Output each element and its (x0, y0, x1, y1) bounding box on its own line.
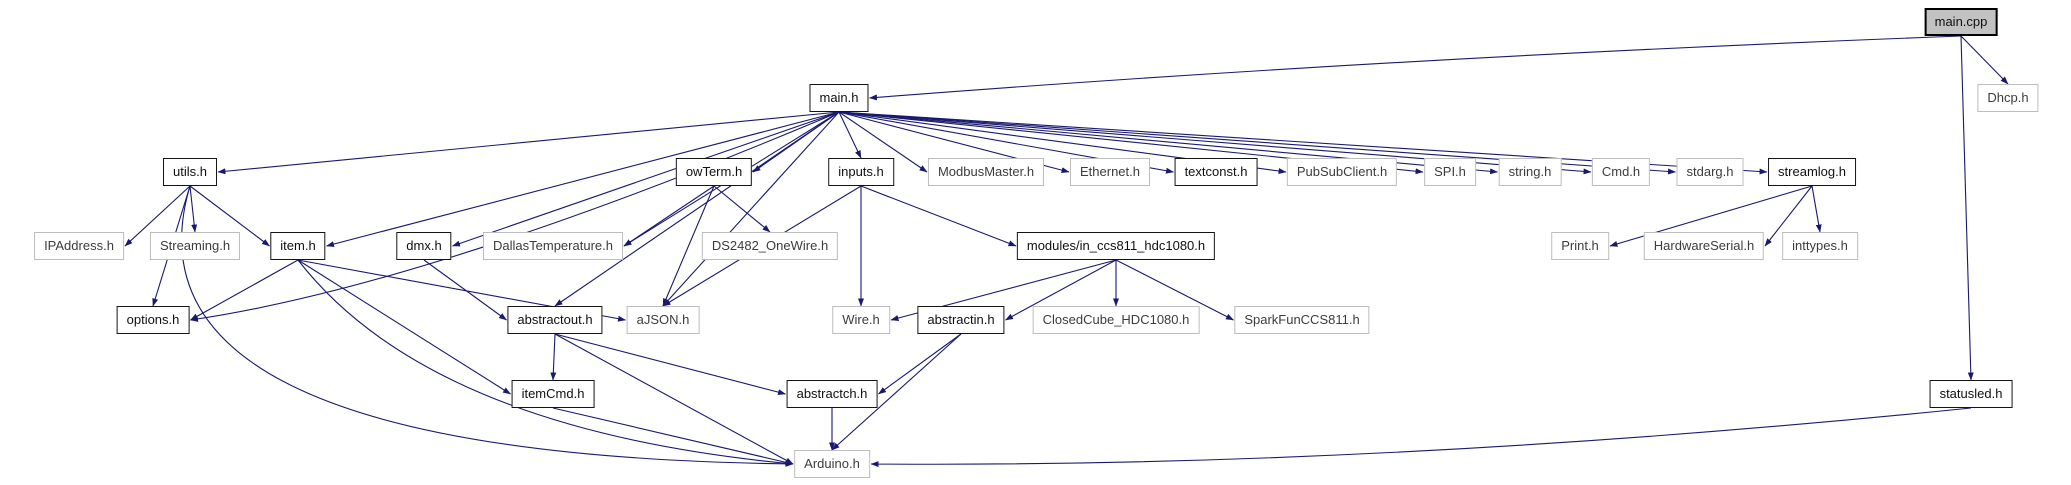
edge-owterm-h--ajson-h (662, 185, 715, 307)
node-abstractout-h[interactable]: abstractout.h (507, 306, 603, 334)
edge-main-h--item-h (326, 111, 840, 248)
edge-main-h--inputs-h (838, 111, 862, 159)
node-statusled-h[interactable]: statusled.h (1929, 380, 2013, 408)
edge-in-ccs811-hdc1080-h--abstractin-h (1005, 259, 1117, 321)
node-in-ccs811-hdc1080-h[interactable]: modules/in_ccs811_hdc1080.h (1016, 232, 1216, 260)
edge-abstractout-h--abstractch-h (554, 333, 786, 396)
node-ajson-h[interactable]: aJSON.h (626, 306, 700, 334)
node-itemcmd-h[interactable]: itemCmd.h (511, 380, 595, 408)
node-item-h[interactable]: item.h (270, 232, 326, 260)
node-closedcube-hdc1080-h[interactable]: ClosedCube_HDC1080.h (1032, 306, 1200, 334)
edge-in-ccs811-hdc1080-h--sparkfunccs811-h (1115, 259, 1234, 321)
node-ipaddress-h[interactable]: IPAddress.h (34, 232, 124, 260)
node-dallastemperature-h[interactable]: DallasTemperature.h (483, 232, 623, 260)
edge-owterm-h--ds2482-onewire-h (713, 185, 771, 233)
edge-statusled-h--arduino-h (870, 407, 1972, 468)
edge-utils-h--item-h (189, 185, 270, 247)
node-main-h[interactable]: main.h (809, 84, 869, 112)
node-inttypes-h[interactable]: inttypes.h (1782, 232, 1858, 260)
edge-item-h--itemcmd-h (297, 259, 511, 395)
node-ethernet-h[interactable]: Ethernet.h (1070, 158, 1150, 186)
edge-itemcmd-h--arduino-h (552, 407, 794, 466)
edge-main-cpp--statusled-h (1960, 35, 1974, 381)
node-utils-h[interactable]: utils.h (163, 158, 217, 186)
edge-main-h--utils-h (217, 111, 840, 175)
edge-utils-h--streaming-h (189, 185, 198, 233)
edge-dmx-h--abstractout-h (423, 259, 507, 321)
edge-utils-h--ipaddress-h (124, 185, 191, 247)
node-abstractin-h[interactable]: abstractin.h (917, 306, 1005, 334)
node-arduino-h[interactable]: Arduino.h (794, 450, 870, 478)
edge-main-h--abstractout-h (554, 111, 840, 307)
node-pubsubclient-h[interactable]: PubSubClient.h (1286, 158, 1398, 186)
edge-abstractin-h--abstractch-h (878, 333, 962, 395)
edge-main-cpp--dhcp-h (1960, 35, 2009, 85)
edge-main-h--ajson-h (662, 111, 840, 307)
node-abstractch-h[interactable]: abstractch.h (786, 380, 878, 408)
node-owterm-h[interactable]: owTerm.h (675, 158, 753, 186)
edge-main-h--string-h (838, 111, 1498, 175)
edge-streamlog-h--inttypes-h (1811, 185, 1822, 233)
node-dmx-h[interactable]: dmx.h (396, 232, 452, 260)
edge-main-h--cmd-h (838, 111, 1592, 175)
node-main-cpp: main.cpp (1924, 8, 1998, 36)
node-cmd-h[interactable]: Cmd.h (1591, 158, 1651, 186)
node-hardwareserial-h[interactable]: HardwareSerial.h (1643, 232, 1765, 260)
node-modbusmaster-h[interactable]: ModbusMaster.h (927, 158, 1045, 186)
edge-streamlog-h--print-h (1609, 185, 1813, 247)
node-streamlog-h[interactable]: streamlog.h (1768, 158, 1856, 186)
node-sparkfunccs811-h[interactable]: SparkFunCCS811.h (1234, 306, 1370, 334)
edge-owterm-h--dallastemperature-h (623, 185, 715, 247)
edge-abstractout-h--arduino-h (554, 333, 794, 465)
node-textconst-h[interactable]: textconst.h (1174, 158, 1258, 186)
node-spi-h[interactable]: SPI.h (1424, 158, 1476, 186)
edge-item-h--options-h (190, 259, 299, 321)
node-inputs-h[interactable]: inputs.h (828, 158, 894, 186)
edge-main-h--dmx-h (452, 111, 840, 247)
edge-streamlog-h--hardwareserial-h (1764, 185, 1813, 247)
node-stdarg-h[interactable]: stdarg.h (1676, 158, 1744, 186)
edge-inputs-h--in-ccs811-hdc1080-h (860, 185, 1017, 247)
node-options-h[interactable]: options.h (116, 306, 190, 334)
node-streaming-h[interactable]: Streaming.h (149, 232, 241, 260)
edge-main-cpp--main-h (869, 35, 1962, 101)
node-dhcp-h[interactable]: Dhcp.h (1977, 84, 2039, 112)
edge-item-h--arduino-h (297, 259, 794, 467)
node-ds2482-onewire-h[interactable]: DS2482_OneWire.h (701, 232, 839, 260)
edge-utils-h--arduino-h (181, 185, 794, 467)
node-print-h[interactable]: Print.h (1551, 232, 1609, 260)
edge-abstractin-h--arduino-h (831, 333, 962, 451)
edge-abstractout-h--itemcmd-h (550, 333, 557, 381)
node-string-h[interactable]: string.h (1498, 158, 1562, 186)
node-wire-h[interactable]: Wire.h (832, 306, 890, 334)
edge-main-h--modbusmaster-h (838, 111, 928, 173)
